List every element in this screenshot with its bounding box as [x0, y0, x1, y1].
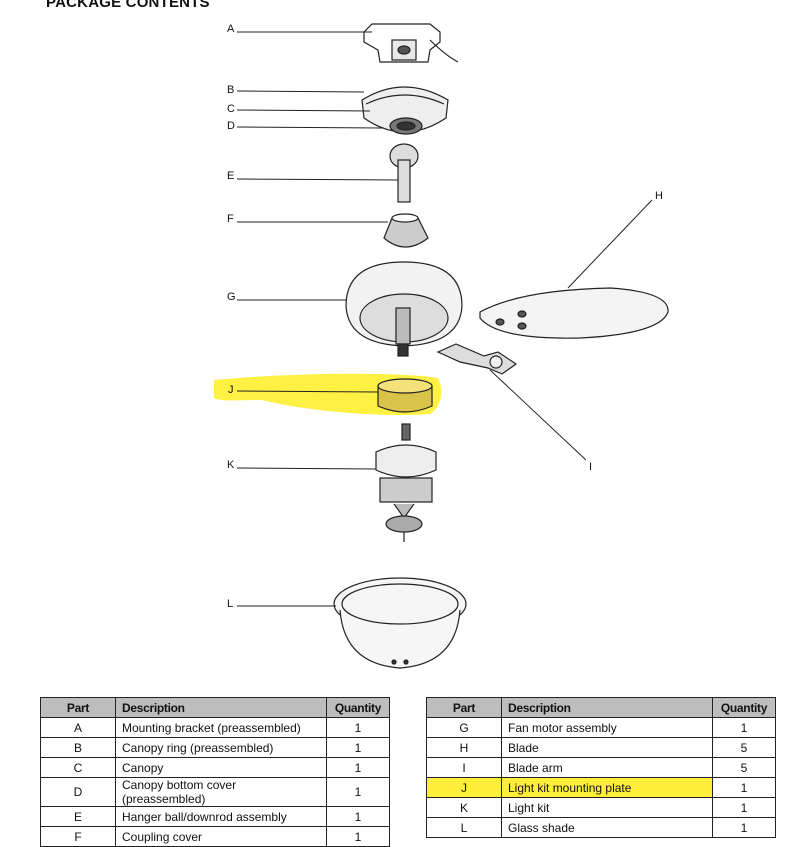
- quantity-cell: 1: [712, 817, 776, 838]
- part-cell: D: [40, 777, 116, 807]
- description-cell: Canopy: [115, 757, 327, 778]
- exploded-parts-diagram: A B C D E F G H I J K L: [214, 23, 669, 669]
- col-quantity: Quantity: [712, 697, 776, 718]
- light-kit-mounting-plate-icon: [377, 378, 433, 413]
- description-cell: Light kit: [501, 797, 713, 818]
- label-d: D: [227, 120, 235, 132]
- description-cell: Canopy ring (preassembled): [115, 737, 327, 758]
- label-b: B: [227, 84, 234, 96]
- description-cell: Blade: [501, 737, 713, 758]
- quantity-cell: 5: [712, 757, 776, 778]
- label-a: A: [227, 23, 235, 35]
- label-g: G: [227, 291, 236, 303]
- quantity-cell: 1: [712, 717, 776, 738]
- part-cell: E: [40, 806, 116, 827]
- quantity-cell: 1: [712, 777, 776, 798]
- quantity-cell: 1: [326, 717, 390, 738]
- description-cell: Glass shade: [501, 817, 713, 838]
- description-cell: Mounting bracket (preassembled): [115, 717, 327, 738]
- downrod-icon: [389, 143, 419, 203]
- label-k: K: [227, 459, 235, 471]
- description-cell: Fan motor assembly: [501, 717, 713, 738]
- label-h: H: [655, 190, 663, 202]
- part-cell: F: [40, 826, 116, 847]
- col-description: Description: [115, 697, 327, 718]
- label-e: E: [227, 170, 234, 182]
- blade-arm-icon: [436, 343, 518, 375]
- part-cell: G: [426, 717, 502, 738]
- part-cell: L: [426, 817, 502, 838]
- col-part: Part: [426, 697, 502, 718]
- quantity-cell: 1: [326, 806, 390, 827]
- blade-icon: [479, 287, 669, 339]
- part-cell: J: [426, 777, 502, 798]
- quantity-cell: 1: [712, 797, 776, 818]
- part-cell: A: [40, 717, 116, 738]
- part-cell: B: [40, 737, 116, 758]
- quantity-cell: 1: [326, 757, 390, 778]
- description-cell: Canopy bottom cover (preassembled): [115, 777, 327, 807]
- part-cell: C: [40, 757, 116, 778]
- col-part: Part: [40, 697, 116, 718]
- coupling-cover-icon: [383, 213, 429, 248]
- part-cell: K: [426, 797, 502, 818]
- quantity-cell: 5: [712, 737, 776, 758]
- label-i: I: [589, 461, 592, 473]
- canopy-icon: [361, 86, 449, 135]
- description-cell: Coupling cover: [115, 826, 327, 847]
- label-f: F: [227, 213, 234, 225]
- col-description: Description: [501, 697, 713, 718]
- glass-shade-icon: [333, 577, 467, 669]
- table-header-row: Part Description Quantity: [426, 697, 776, 718]
- light-kit-icon: [375, 423, 437, 542]
- quantity-cell: 1: [326, 826, 390, 847]
- part-cell: I: [426, 757, 502, 778]
- description-cell: Blade arm: [501, 757, 713, 778]
- quantity-cell: 1: [326, 777, 390, 807]
- label-l: L: [227, 598, 233, 610]
- label-c: C: [227, 103, 235, 115]
- quantity-cell: 1: [326, 737, 390, 758]
- col-quantity: Quantity: [326, 697, 390, 718]
- label-j: J: [228, 384, 234, 396]
- part-cell: H: [426, 737, 502, 758]
- fan-motor-icon: [345, 261, 463, 357]
- mounting-bracket-icon: [363, 23, 459, 63]
- description-cell: Hanger ball/downrod assembly: [115, 806, 327, 827]
- page-title: PACKAGE CONTENTS: [46, 0, 210, 11]
- description-cell: Light kit mounting plate: [501, 777, 713, 798]
- table-header-row: Part Description Quantity: [40, 697, 390, 718]
